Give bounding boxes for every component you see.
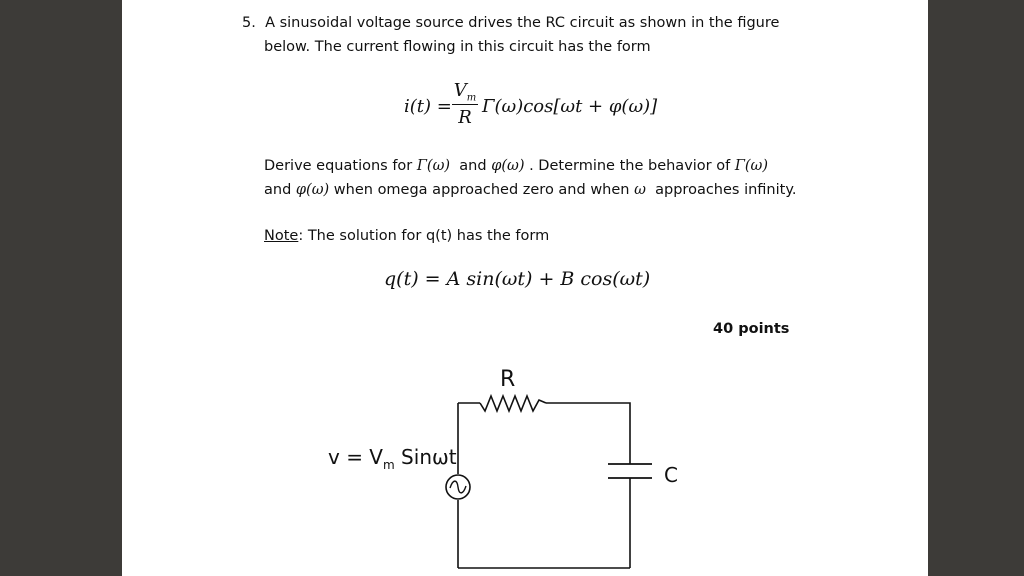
current-lhs: i(t) = [404,96,452,117]
charge-equation: q(t) = A sin(ωt) + B cos(ωt) [384,268,651,290]
gamma-symbol: Γ(ω) [416,158,451,174]
problem-number: 5. [242,15,256,31]
sine-wave-icon [449,480,467,494]
right-upper-wire [546,402,631,464]
problem-line-1: 5. A sinusoidal voltage source drives th… [242,14,779,32]
current-rhs: Γ(ω)cos[ωt + φ(ω)] [482,96,658,117]
rc-circuit-diagram: R C v = Vm Sinωt [328,367,678,569]
problem-line-2: below. The current flowing in this circu… [264,39,651,55]
fraction-numerator: Vm [453,80,477,104]
resistor-label: R [500,367,515,392]
problem-text-1: A sinusoidal voltage source drives the R… [265,15,780,31]
fraction-bar [452,104,478,106]
points-label: 40 points [713,321,790,337]
source-label: v = Vm Sinωt [328,445,457,472]
derive-line-1: Derive equations for Γ(ω) and φ(ω) . Det… [264,158,769,174]
derive-line-2: and φ(ω) when omega approached zero and … [264,182,797,198]
note-text: The solution for q(t) has the form [307,228,550,244]
phi-symbol-2: φ(ω) [295,182,330,198]
vm-over-r-fraction: Vm R [452,80,478,128]
gamma-symbol-2: Γ(ω) [734,158,769,174]
omega-symbol: ω [634,182,646,198]
document-page: 5. A sinusoidal voltage source drives th… [122,0,928,576]
phi-symbol: φ(ω) [491,158,525,174]
note-line: Note: The solution for q(t) has the form [264,228,550,244]
capacitor-label: C [664,463,678,487]
resistor-zigzag [479,393,547,414]
fraction-denominator: R [458,107,472,129]
note-label: Note [264,228,299,244]
